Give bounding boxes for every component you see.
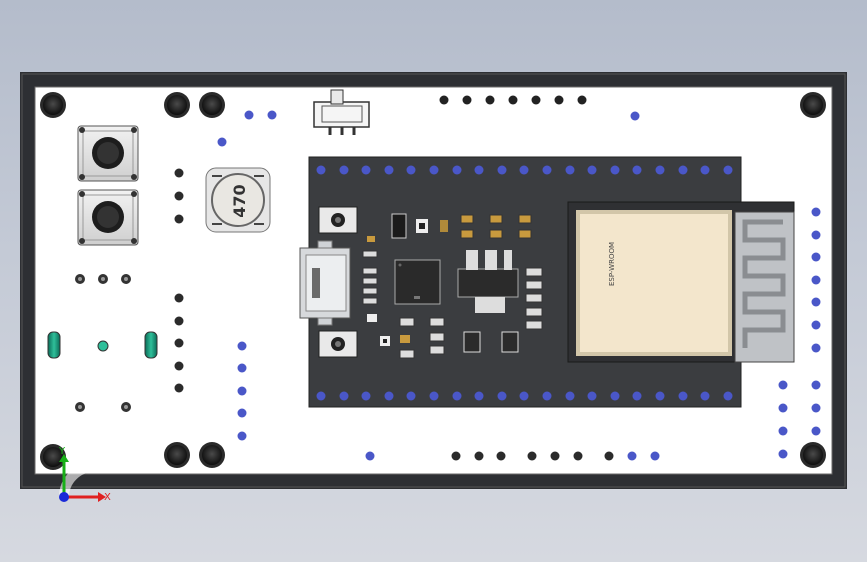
module-marking: ESP-WROOM <box>608 242 616 286</box>
smd-components <box>362 213 543 359</box>
transistors <box>463 331 519 353</box>
boot-button[interactable] <box>318 206 358 234</box>
mounting-hole <box>800 92 826 118</box>
devkit-pin-row-top <box>316 165 733 175</box>
uart-chip <box>394 259 441 305</box>
push-button-top[interactable] <box>77 125 139 182</box>
devkit-board: ESP-WROOM <box>299 156 795 408</box>
coordinate-triad: X Y <box>58 446 111 503</box>
mounting-hole <box>40 92 66 118</box>
teal-components <box>47 331 158 359</box>
slide-switch[interactable] <box>313 89 370 135</box>
top-header-pins <box>439 95 587 105</box>
push-button-bottom[interactable] <box>77 189 139 246</box>
mounting-hole <box>164 92 190 118</box>
left-pin-column-bottom <box>174 293 184 393</box>
mounting-hole <box>800 442 826 468</box>
reset-button[interactable] <box>318 330 358 358</box>
mounting-hole <box>164 442 190 468</box>
micro-usb-connector <box>299 240 351 326</box>
mounting-hole <box>199 442 225 468</box>
mid-via-column <box>237 341 247 441</box>
devkit-pin-row-bottom <box>316 391 733 401</box>
mounting-holes <box>40 92 826 470</box>
bottom-header-pins <box>451 451 614 461</box>
left-pin-column-top <box>174 168 184 224</box>
esp32-module: ESP-WROOM <box>567 201 795 363</box>
axis-x-label: X <box>104 492 111 503</box>
voltage-regulator <box>457 250 519 313</box>
right-via-columns <box>778 207 821 459</box>
inductor-marking: 470 <box>230 184 249 217</box>
mounting-hole <box>199 92 225 118</box>
axis-y-label: Y <box>58 446 66 457</box>
mounting-hole <box>40 444 66 470</box>
inductor-470: 470 <box>205 167 271 233</box>
loose-vias <box>217 110 660 461</box>
led-row <box>75 274 131 412</box>
